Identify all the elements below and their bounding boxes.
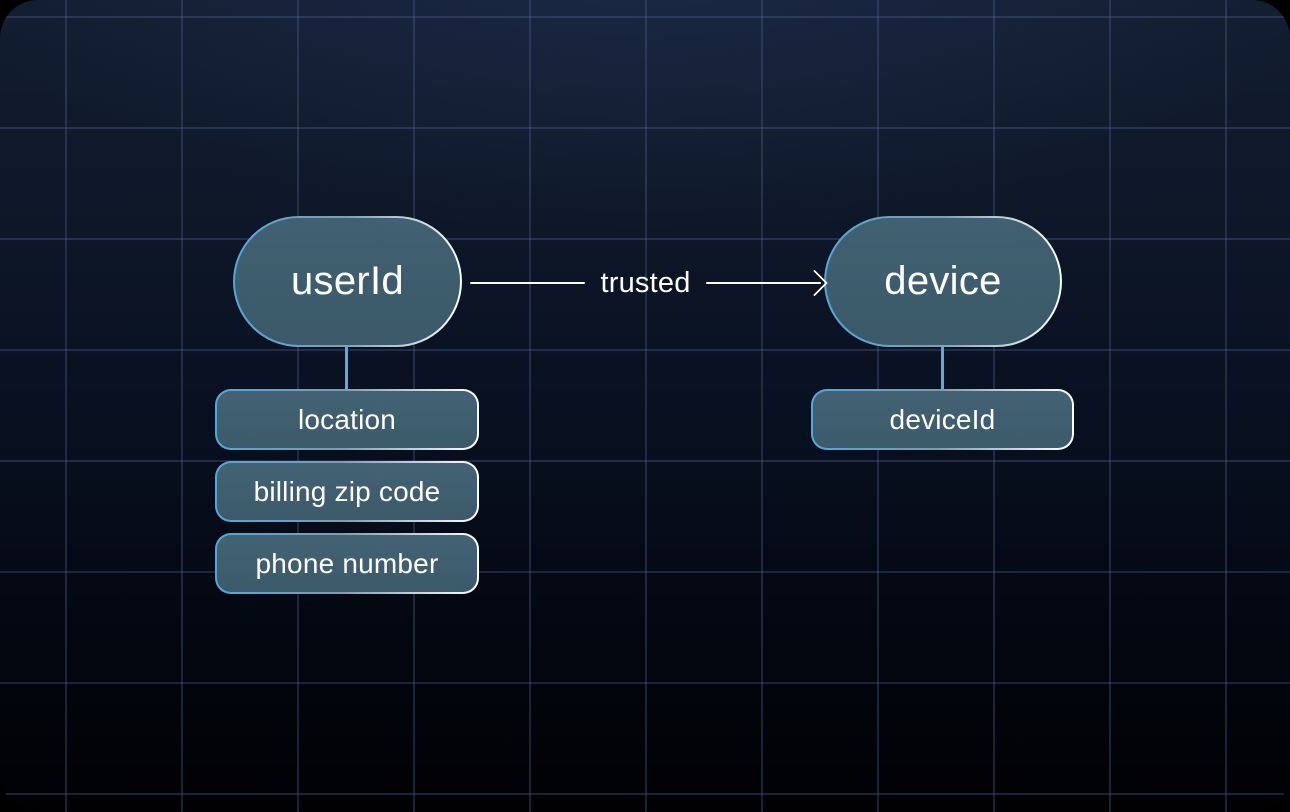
- connector-device-attributes: [941, 346, 944, 391]
- edge-line-left: [470, 281, 586, 285]
- edge-line-right: [705, 269, 828, 297]
- node-device-label: device: [884, 259, 1002, 303]
- attribute-deviceid-label: deviceId: [889, 403, 996, 435]
- attribute-billing-zip-code-label: billing zip code: [253, 475, 441, 507]
- attribute-deviceid[interactable]: deviceId: [811, 389, 1074, 450]
- attribute-location-label: location: [297, 403, 397, 435]
- attribute-phone-number-label: phone number: [255, 547, 439, 579]
- connector-userid-attributes: [345, 346, 348, 391]
- edge-userid-device: trusted: [470, 262, 828, 304]
- node-userid[interactable]: userId: [233, 216, 462, 347]
- node-device[interactable]: device: [824, 216, 1062, 347]
- attribute-billing-zip-code[interactable]: billing zip code: [215, 461, 479, 522]
- attribute-phone-number[interactable]: phone number: [215, 533, 479, 594]
- attribute-location[interactable]: location: [215, 389, 479, 450]
- node-userid-label: userId: [291, 259, 404, 303]
- edge-label-trusted: trusted: [600, 266, 691, 299]
